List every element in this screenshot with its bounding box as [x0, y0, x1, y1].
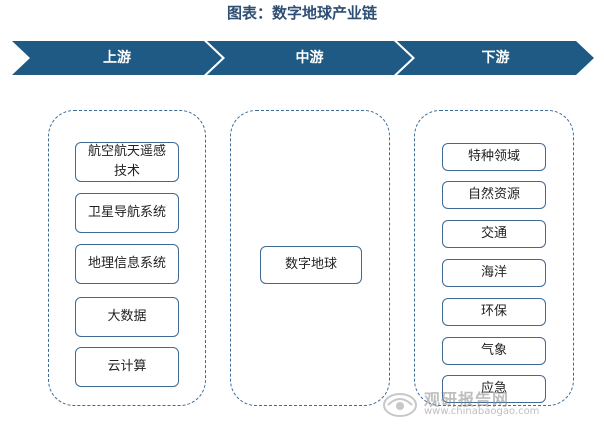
- stage-label-downstream: 下游: [481, 50, 510, 66]
- diagram-title: 图表：数字地球产业链: [226, 4, 377, 22]
- upstream-node: 卫星导航系统: [75, 193, 179, 233]
- downstream-node: 交通: [442, 220, 546, 248]
- upstream-node: 航空航天遥感技术: [75, 142, 179, 182]
- stage-chevrons: [12, 41, 594, 75]
- stage-label-midstream: 中游: [295, 50, 324, 66]
- downstream-node: 气象: [442, 337, 546, 365]
- stage-label-upstream: 上游: [103, 50, 131, 66]
- upstream-node: 云计算: [75, 347, 179, 387]
- midstream-node: 数字地球: [260, 246, 362, 284]
- downstream-node: 特种领域: [442, 143, 546, 171]
- watermark: 观研报告网 www.chinabaogao.com: [382, 384, 582, 424]
- downstream-node: 环保: [442, 298, 546, 326]
- downstream-node: 自然资源: [442, 181, 546, 209]
- watermark-url: www.chinabaogao.com: [424, 406, 540, 417]
- chevron-midstream: [207, 41, 412, 75]
- watermark-name: 观研报告网: [424, 390, 510, 409]
- midstream-panel: [230, 110, 390, 406]
- downstream-panel: [414, 110, 574, 406]
- chevron-downstream: [397, 41, 594, 75]
- upstream-panel: [48, 110, 206, 406]
- watermark-logo-icon: [383, 393, 417, 417]
- downstream-node: 应急: [442, 375, 546, 403]
- upstream-node: 地理信息系统: [75, 244, 179, 284]
- upstream-node: 大数据: [75, 297, 179, 337]
- chevron-upstream: [12, 41, 222, 75]
- downstream-node: 海洋: [442, 259, 546, 287]
